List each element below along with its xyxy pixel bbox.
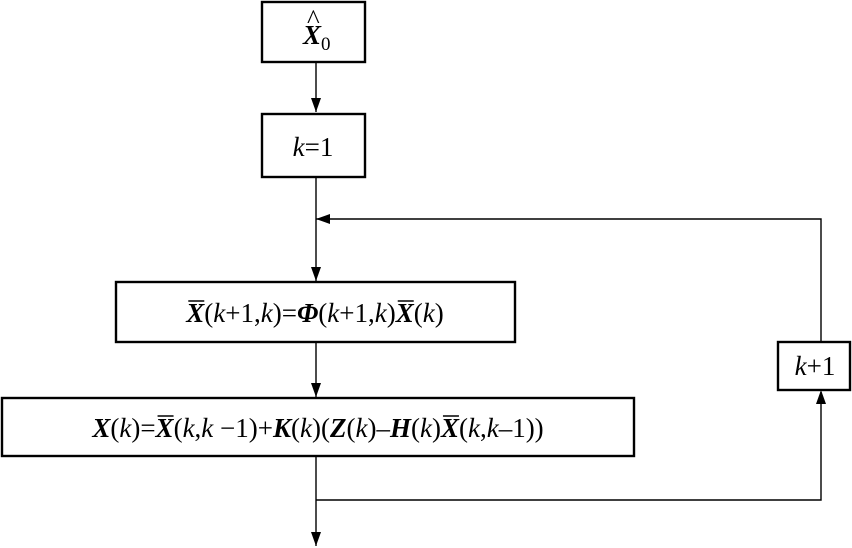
update-part: )( (312, 413, 330, 443)
k-init-var: k (293, 132, 306, 162)
update-part: k (468, 413, 481, 443)
init-symbol: X (302, 20, 322, 50)
arrowhead-loop-merge (316, 214, 330, 224)
arrowhead-increment (816, 390, 826, 404)
update-part: k (119, 413, 132, 443)
update-part: K (272, 413, 293, 443)
k-increment-box (776, 340, 852, 392)
update-part: , (480, 413, 487, 443)
update-part: k (420, 413, 433, 443)
update-part: ( (110, 413, 119, 443)
predict-part: k (423, 298, 436, 328)
update-formula-group: X(k)=X(k,k −1)+K(k)(Z(k)–H(k)X(k,k–1)) (91, 413, 543, 443)
k-increment-var: k (795, 351, 808, 381)
update-part: k (487, 413, 500, 443)
k-init-rest: =1 (305, 132, 334, 162)
connector-feedback-loop (316, 218, 822, 341)
predict-part: ( (318, 298, 327, 328)
update-part: −1)+ (213, 413, 273, 443)
update-formula: X(k)=X(k,k −1)+K(k)(Z(k)–H(k)X(k,k–1)) (91, 413, 543, 443)
k-increment-rest: +1 (807, 351, 836, 381)
update-part: ( (346, 413, 355, 443)
predict-part: k (375, 298, 388, 328)
update-part: k (183, 413, 196, 443)
k-init-label: k=1 (293, 132, 334, 162)
predict-part: k (327, 298, 340, 328)
init-label: X0 (302, 20, 331, 55)
init-box (260, 0, 367, 64)
update-part: X (91, 413, 111, 443)
update-part: H (389, 413, 412, 443)
predict-part: ) (387, 298, 396, 328)
connector-update-to-increment (316, 392, 822, 501)
k-increment-label: k+1 (795, 351, 836, 381)
predict-part: +1, (339, 298, 374, 328)
update-part: k (355, 413, 368, 443)
init-subscript: 0 (321, 34, 331, 55)
update-part: k (201, 413, 214, 443)
predict-part: +1, (225, 298, 260, 328)
k-init-box (260, 112, 367, 179)
predict-part: ) (435, 298, 444, 328)
update-box (0, 396, 636, 458)
update-part: ( (174, 413, 183, 443)
update-part: k (300, 413, 313, 443)
update-part: ( (411, 413, 420, 443)
predict-part: ( (414, 298, 423, 328)
update-part: ( (291, 413, 300, 443)
update-part: ( (459, 413, 468, 443)
arrowhead-output (311, 532, 321, 546)
arrowhead-predict (311, 267, 321, 281)
arrowhead-update (311, 383, 321, 397)
update-part: )– (367, 413, 390, 443)
arrowhead-k-init (311, 98, 321, 112)
predict-part: )= (273, 298, 297, 328)
predict-part: Φ (297, 298, 318, 328)
update-part: –1)) (498, 413, 544, 443)
predict-formula-group: X(k+1,k)=Φ(k+1,k)X(k) (185, 298, 443, 328)
update-part: Z (329, 413, 347, 443)
predict-formula: X(k+1,k)=Φ(k+1,k)X(k) (185, 298, 443, 328)
predict-part: X (395, 298, 415, 328)
update-part: , (195, 413, 202, 443)
predict-part: ( (204, 298, 213, 328)
init-hat: ^ (307, 4, 320, 34)
update-part: X (440, 413, 460, 443)
predict-part: k (213, 298, 226, 328)
predict-part: k (261, 298, 274, 328)
update-part: ) (432, 413, 441, 443)
predict-part: X (185, 298, 205, 328)
predict-box (114, 280, 517, 344)
update-part: X (155, 413, 175, 443)
update-part: )= (131, 413, 155, 443)
